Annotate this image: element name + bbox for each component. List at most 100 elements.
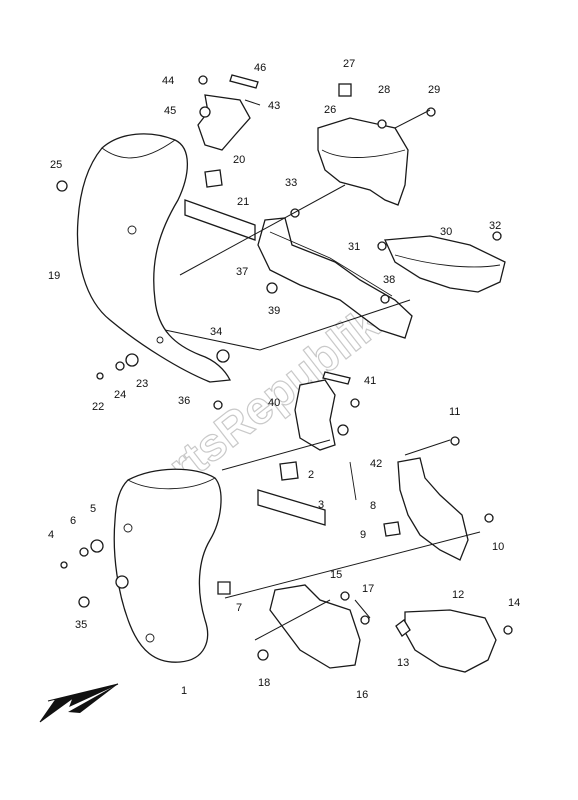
- part-2-pad: [279, 461, 299, 481]
- callout-28: 28: [378, 84, 390, 96]
- part-7-nut: [217, 581, 231, 595]
- callout-21: 21: [237, 196, 249, 208]
- callout-25: 25: [50, 159, 62, 171]
- callout-1: 1: [181, 685, 187, 697]
- part-44-bolt: [198, 75, 208, 85]
- part-34-grommet: [216, 349, 230, 363]
- callout-5: 5: [90, 503, 96, 515]
- part-22-bolt: [96, 372, 104, 380]
- part-45b-clip: [337, 424, 349, 436]
- middle-assembly: [213, 371, 360, 501]
- callout-3: 3: [318, 499, 324, 511]
- callout-39: 39: [268, 305, 280, 317]
- lower-assembly: [60, 436, 513, 673]
- part-1-fairing: [113, 468, 222, 663]
- part-3-strip: [257, 489, 326, 526]
- callout-40: 40: [268, 397, 280, 409]
- callout-36: 36: [178, 395, 190, 407]
- callout-17: 17: [362, 583, 374, 595]
- part-6-washer: [79, 547, 89, 557]
- part-38-bolt: [380, 294, 390, 304]
- callout-12: 12: [452, 589, 464, 601]
- callout-13: 13: [397, 657, 409, 669]
- part-46-strip: [229, 74, 259, 89]
- part-39-nut: [266, 282, 278, 294]
- callout-labels: 1 2 3 4 5 6 7 8 9 10 11 12 13 14 15 16 1…: [48, 58, 520, 701]
- part-21-strip: [184, 199, 256, 241]
- callout-38: 38: [383, 274, 395, 286]
- callout-32: 32: [489, 220, 501, 232]
- part-15-bolt: [340, 591, 350, 601]
- leader-lines: [164, 99, 481, 641]
- front-arrow-icon: [39, 683, 119, 723]
- part-25-nut: [56, 180, 68, 192]
- part-4-bolt: [60, 561, 68, 569]
- callout-24: 24: [114, 389, 126, 401]
- callout-44: 44: [162, 75, 174, 87]
- callout-33: 33: [285, 177, 297, 189]
- part-24-washer: [115, 361, 125, 371]
- part-34b-grommet: [115, 575, 129, 589]
- part-5-bushing: [90, 539, 104, 553]
- callout-18: 18: [258, 677, 270, 689]
- callout-2: 2: [308, 469, 314, 481]
- callout-27: 27: [343, 58, 355, 70]
- part-10-bolt: [484, 513, 494, 523]
- callout-22: 22: [92, 401, 104, 413]
- part-19-fairing: [76, 133, 232, 383]
- callout-23: 23: [136, 378, 148, 390]
- part-20-pad: [204, 169, 223, 188]
- callout-14: 14: [508, 597, 520, 609]
- callout-45: 45: [164, 105, 176, 117]
- part-11-bolt: [450, 436, 460, 446]
- callout-46: 46: [254, 62, 266, 74]
- part-16-frame: [269, 584, 361, 669]
- part-18-nut: [257, 649, 269, 661]
- part-29-bolt: [426, 107, 436, 117]
- part-28-bolt: [377, 119, 387, 129]
- part-13-clip: [395, 619, 411, 637]
- callout-11: 11: [449, 406, 460, 418]
- callout-10: 10: [492, 541, 504, 553]
- part-45-clip: [199, 106, 211, 118]
- callout-7: 7: [236, 602, 242, 614]
- part-17-bolt: [360, 615, 370, 625]
- part-36-bolt: [213, 400, 223, 410]
- callout-16: 16: [356, 689, 368, 701]
- callout-8: 8: [370, 500, 376, 512]
- callout-9: 9: [360, 529, 366, 541]
- part-32-bolt: [492, 231, 502, 241]
- callout-26: 26: [324, 104, 336, 116]
- part-43-bracket: [197, 94, 251, 151]
- callout-4: 4: [48, 529, 54, 541]
- part-9-nut: [383, 521, 401, 537]
- callout-30: 30: [440, 226, 452, 238]
- callout-29: 29: [428, 84, 440, 96]
- callout-37: 37: [236, 266, 248, 278]
- callout-42: 42: [370, 458, 382, 470]
- callout-15: 15: [330, 569, 342, 581]
- callout-35: 35: [75, 619, 87, 631]
- part-46b-strip: [322, 371, 351, 385]
- callout-41: 41: [364, 375, 376, 387]
- callout-19: 19: [48, 270, 60, 282]
- part-40-bracket: [294, 379, 336, 451]
- callout-6: 6: [70, 515, 76, 527]
- part-12-cover: [404, 609, 497, 673]
- part-35-clip: [78, 596, 90, 608]
- part-26-housing: [317, 117, 409, 206]
- upper-assembly: [56, 74, 506, 383]
- callout-43: 43: [268, 100, 280, 112]
- callout-31: 31: [348, 241, 360, 253]
- part-14-bolt: [503, 625, 513, 635]
- callout-20: 20: [233, 154, 245, 166]
- part-31-washer: [377, 241, 387, 251]
- part-42-rod: [349, 461, 357, 501]
- part-27-nut: [338, 83, 352, 97]
- part-30-cover: [384, 235, 506, 293]
- callout-34: 34: [210, 326, 222, 338]
- part-8-bracket: [397, 457, 469, 561]
- part-41-bolt: [350, 398, 360, 408]
- part-23-bushing: [125, 353, 139, 367]
